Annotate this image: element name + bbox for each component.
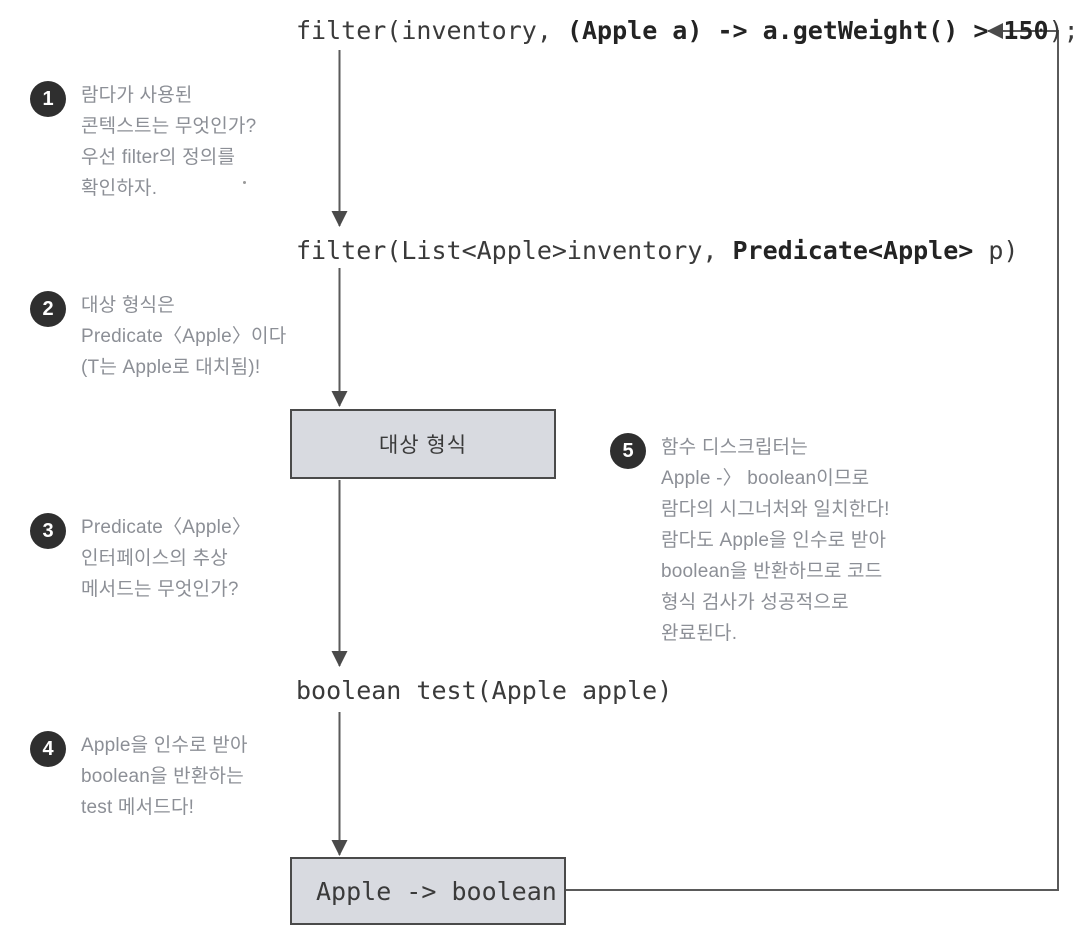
stray-dot: [243, 181, 246, 184]
function-descriptor-label: Apple -> boolean: [316, 876, 557, 906]
annotation-5: 5 함수 디스크립터는 Apple -〉 boolean이므로 람다의 시그너처…: [610, 432, 890, 649]
code-bold-lambda: (Apple a) -> a.getWeight() > 150: [566, 16, 1049, 45]
code-plain-prefix: filter(inventory,: [296, 16, 567, 45]
step-number-badge: 3: [30, 513, 66, 549]
code-plain-suffix: );: [1048, 16, 1079, 45]
annotation-2: 2 대상 형식은 Predicate〈Apple〉이다 (T는 Apple로 대…: [30, 290, 286, 383]
code-plain-prefix: boolean test(Apple apple): [296, 676, 673, 705]
annotation-text: 함수 디스크립터는 Apple -〉 boolean이므로 람다의 시그너처와 …: [661, 437, 890, 644]
annotation-text: Predicate〈Apple〉 인터페이스의 추상 메서드는 무엇인가?: [81, 517, 252, 600]
step-number-badge: 5: [610, 433, 646, 469]
code-plain-prefix: filter(List<Apple>inventory,: [296, 236, 733, 265]
target-type-label: 대상 형식: [378, 434, 468, 457]
function-descriptor-box: Apple -> boolean: [290, 857, 566, 925]
code-line-lambda-call: filter(inventory, (Apple a) -> a.getWeig…: [296, 18, 1079, 43]
annotation-text: 대상 형식은 Predicate〈Apple〉이다 (T는 Apple로 대치됨…: [81, 295, 287, 378]
step-number-badge: 2: [30, 291, 66, 327]
code-plain-suffix: p): [973, 236, 1019, 265]
target-type-box: 대상 형식: [290, 409, 556, 479]
annotation-4: 4 Apple을 인수로 받아 boolean을 반환하는 test 메서드다!: [30, 730, 248, 823]
annotation-1: 1 람다가 사용된 콘텍스트는 무엇인가? 우선 filter의 정의를 확인하…: [30, 80, 256, 204]
code-line-test-method: boolean test(Apple apple): [296, 678, 672, 703]
code-line-filter-signature: filter(List<Apple>inventory, Predicate<A…: [296, 238, 1018, 263]
step-number-badge: 4: [30, 731, 66, 767]
step-number-badge: 1: [30, 81, 66, 117]
code-bold-predicate: Predicate<Apple>: [732, 236, 974, 265]
annotation-text: Apple을 인수로 받아 boolean을 반환하는 test 메서드다!: [81, 735, 248, 818]
annotation-text: 람다가 사용된 콘텍스트는 무엇인가? 우선 filter의 정의를 확인하자.: [81, 85, 257, 199]
annotation-3: 3 Predicate〈Apple〉 인터페이스의 추상 메서드는 무엇인가?: [30, 512, 251, 605]
